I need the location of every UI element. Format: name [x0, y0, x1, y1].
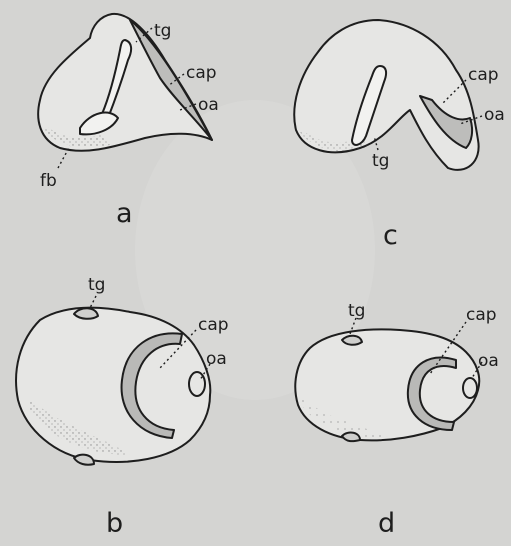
label-c-oa: oa — [484, 105, 505, 125]
label-c-tg: tg — [372, 151, 389, 171]
label-c-cap: cap — [468, 65, 499, 85]
panel-b-outline — [16, 308, 210, 462]
caption-b: b — [106, 508, 123, 539]
label-d-oa: oa — [478, 351, 499, 371]
label-d-cap: cap — [466, 305, 497, 325]
label-b-oa: oa — [206, 349, 227, 369]
panel-b-oa-knob — [189, 372, 205, 396]
label-a-fb: fb — [40, 171, 57, 191]
panel-b — [16, 308, 210, 465]
label-a-oa: oa — [198, 95, 219, 115]
caption-a: a — [116, 198, 133, 229]
panel-d — [295, 329, 479, 441]
panel-b-tg-bump — [74, 308, 98, 319]
panel-d-oa-knob — [463, 378, 477, 398]
caption-c: c — [383, 220, 398, 251]
caption-d: d — [378, 508, 395, 539]
label-d-tg: tg — [348, 301, 365, 321]
panel-d-tg-bump — [342, 336, 362, 345]
panel-d-bottom-bump — [342, 433, 360, 442]
label-a-tg: tg — [154, 21, 171, 41]
label-b-cap: cap — [198, 315, 229, 335]
label-a-cap: cap — [186, 63, 217, 83]
label-b-tg: tg — [88, 275, 105, 295]
